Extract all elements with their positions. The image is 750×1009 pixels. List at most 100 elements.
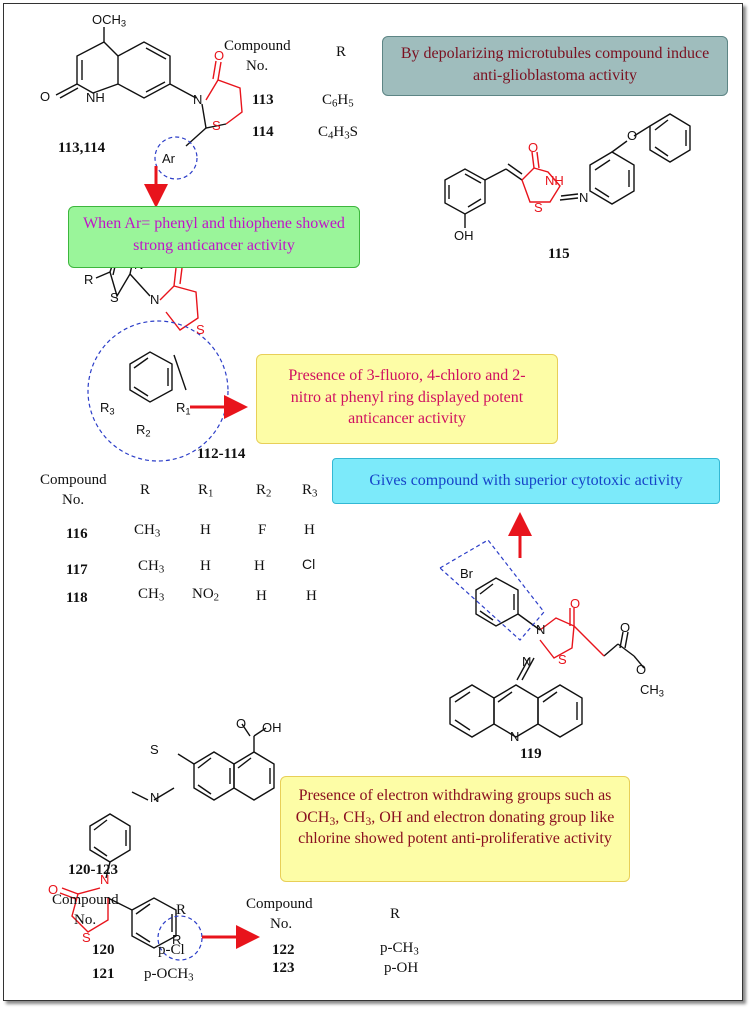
- table-header-no: No.: [62, 492, 85, 508]
- table-cell-r-pch3: p-CH3: [380, 940, 419, 958]
- atom-label: S: [558, 652, 567, 667]
- annotation-electron-groups: Presence of electron withdrawing groups …: [280, 776, 630, 882]
- structure-119: [449, 577, 645, 738]
- table-header-no: No.: [246, 58, 269, 74]
- phenyl-highlight-circle: [87, 320, 229, 462]
- table-cell-r: p-OH: [384, 960, 419, 976]
- table-cell: H: [200, 522, 211, 538]
- table-header-no: No.: [74, 912, 97, 928]
- atom-label: Ar: [162, 151, 175, 166]
- atom-label: R: [172, 932, 182, 947]
- atom-label: O: [214, 48, 225, 63]
- thiazolidinone-ring-119: [539, 608, 605, 659]
- table-cell-no: 114: [252, 124, 274, 140]
- bromophenyl-highlight-box: [438, 539, 545, 641]
- table-header-r: R: [336, 44, 347, 60]
- annotation-cytotoxic: Gives compound with superior cytotoxic a…: [332, 458, 720, 504]
- atom-label: S: [150, 742, 159, 757]
- table-cell-r-113: C6H5: [322, 92, 354, 110]
- table-cell-r: p-Cl: [158, 942, 185, 958]
- atom-label: O: [627, 128, 638, 143]
- atom-label: S: [212, 118, 221, 133]
- atom-label: S: [196, 322, 205, 337]
- atom-label: N: [100, 872, 110, 887]
- table-cell: H: [304, 522, 315, 538]
- atom-label: NH: [86, 90, 105, 105]
- thiazolidinone-ring-2: [159, 267, 199, 331]
- annotation-fluoro-chloro-nitro: Presence of 3-fluoro, 4-chloro and 2-nit…: [256, 354, 558, 444]
- table-header-r: R: [390, 906, 401, 922]
- atom-label: N: [150, 292, 160, 307]
- atom-r1: R1: [176, 400, 191, 417]
- thiazolidinone-ring-1: [205, 60, 243, 125]
- compound-label-115: 115: [548, 246, 570, 262]
- table-cell: H: [306, 588, 317, 604]
- atom-label: O: [40, 89, 51, 104]
- structure-113-114: [55, 27, 197, 99]
- table-cell: H: [256, 588, 267, 604]
- table-cell: H: [254, 558, 265, 574]
- structure-112-114: [95, 253, 187, 403]
- table-cell: Cl: [302, 556, 316, 572]
- table-cell-no: 113: [252, 92, 274, 108]
- table-header-compound: Compound: [40, 472, 107, 488]
- atom-label: Br: [460, 566, 473, 581]
- table-cell: F: [258, 522, 267, 538]
- table-cell-no: 117: [66, 562, 88, 578]
- table-cell-no: 118: [66, 590, 88, 606]
- table-cell-ch3: CH3: [134, 522, 161, 540]
- atom-label: S: [82, 930, 91, 945]
- table-cell-no: 120: [92, 942, 115, 958]
- atom-label: O: [528, 140, 539, 155]
- table-cell-no: 116: [66, 526, 88, 542]
- atom-label: OH: [454, 228, 474, 243]
- table-header-no: No.: [270, 916, 293, 932]
- atom-label: N: [536, 622, 546, 637]
- table-cell-r-poch3: p-OCH3: [144, 966, 194, 984]
- table-cell-no2: NO2: [192, 586, 220, 604]
- table-header-r1: R1: [198, 482, 214, 500]
- compound-label-119: 119: [520, 746, 542, 762]
- atom-r2: R2: [136, 422, 151, 439]
- annotation-electron-groups-text: Presence of electron withdrawing groups …: [295, 787, 615, 848]
- table-cell-ch3: CH3: [138, 558, 165, 576]
- atom-label: S: [534, 200, 543, 215]
- table-cell-ch3: CH3: [138, 586, 165, 604]
- table-cell-r-114: C4H3S: [318, 124, 359, 142]
- table-header-compound: Compound: [52, 892, 119, 908]
- ar-highlight-circle: [154, 136, 198, 180]
- table-cell: H: [200, 558, 211, 574]
- compound-label-120-123: 120-123: [68, 862, 118, 878]
- table-header-r2: R2: [256, 482, 272, 500]
- atom-label: N: [579, 190, 589, 205]
- compound-label-113-114: 113,114: [58, 140, 106, 156]
- table-header-r3: R3: [302, 482, 318, 500]
- atom-label: N: [193, 92, 203, 107]
- table-header-r: R: [140, 482, 151, 498]
- annotation-phenyl-thiophene: When Ar= phenyl and thiophene showed str…: [68, 206, 360, 268]
- atom-label: S: [110, 290, 119, 305]
- atom-label: N: [522, 654, 532, 669]
- atom-label: N: [150, 790, 160, 805]
- atom-label: O: [636, 662, 647, 677]
- atom-och3: OCH3: [92, 12, 127, 29]
- atom-label: O: [570, 596, 581, 611]
- atom-r3: R3: [100, 400, 115, 417]
- compound-label-112-114: 112-114: [197, 446, 246, 462]
- table-cell-no: 121: [92, 966, 115, 982]
- thiazolidinone-ring-115: [521, 151, 561, 203]
- atom-ch3-119: CH3: [640, 682, 664, 699]
- atom-label: O: [236, 716, 247, 731]
- atom-label: R: [84, 272, 94, 287]
- structure-120-123: [89, 723, 275, 949]
- table-cell-no: 122: [272, 942, 295, 958]
- thiazolidinone-ring-120: [59, 887, 109, 933]
- annotation-depolarizing: By depolarizing microtubules compound in…: [382, 36, 728, 96]
- table-header-compound: Compound: [224, 38, 291, 54]
- atom-label: N: [510, 729, 520, 744]
- table-cell-no: 123: [272, 960, 295, 976]
- structure-115: [444, 113, 691, 228]
- atom-label: OH: [262, 720, 282, 735]
- table-header-r: R: [176, 902, 187, 918]
